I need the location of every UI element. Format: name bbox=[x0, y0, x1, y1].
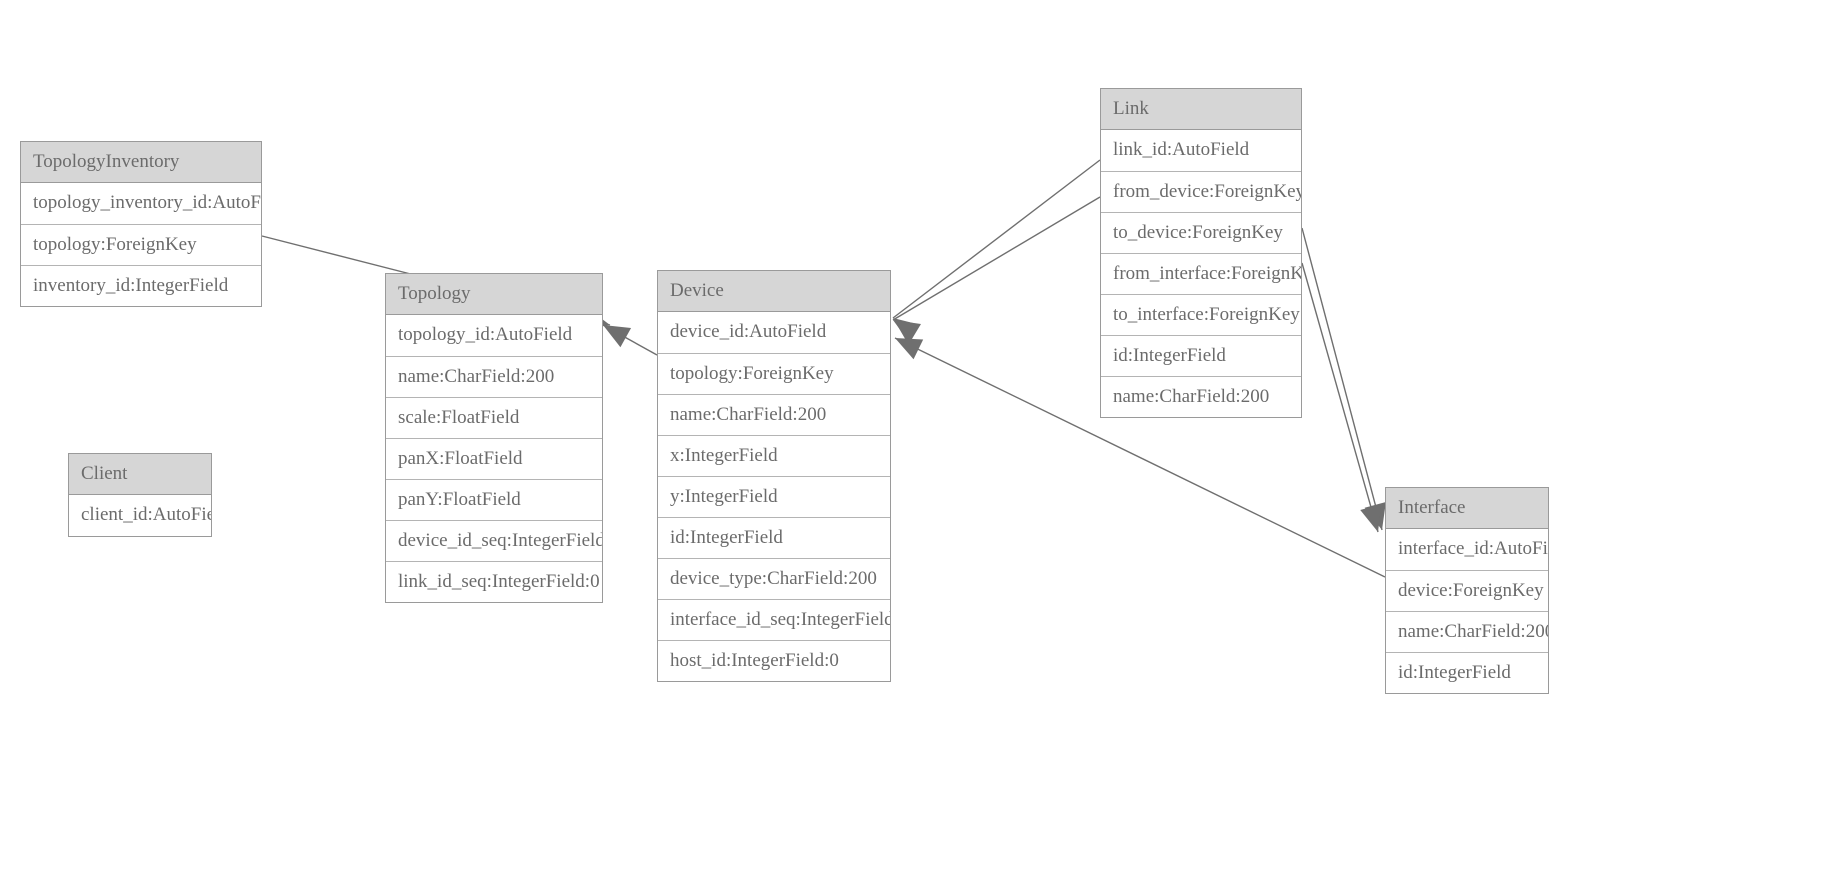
entity-field-device-5[interactable]: id:IntegerField bbox=[658, 517, 890, 558]
relationship-link-fromdevice-device[interactable] bbox=[886, 159, 1101, 343]
entity-field-device-1[interactable]: topology:ForeignKey bbox=[658, 353, 890, 394]
relationship-link-tointerface-interface[interactable] bbox=[1301, 262, 1389, 535]
relationship-arrowhead bbox=[893, 318, 921, 343]
entity-field-client-0[interactable]: client_id:AutoField bbox=[81, 504, 211, 525]
relationship-arrowhead bbox=[893, 320, 921, 343]
entity-field-topology-1[interactable]: name:CharField:200 bbox=[386, 356, 602, 397]
relationship-line bbox=[1301, 262, 1379, 533]
relationship-line bbox=[892, 196, 1101, 321]
relationship-device-topology[interactable] bbox=[598, 315, 658, 356]
entity-field-device-7[interactable]: interface_id_seq:IntegerField:0 bbox=[658, 599, 890, 640]
relationship-link-frominterface-interface[interactable] bbox=[1301, 227, 1393, 533]
entity-box-link[interactable]: Link link_id:AutoField from_device:Foreign… bbox=[1100, 88, 1302, 418]
entity-field-link-6[interactable]: name:CharField:200 bbox=[1101, 376, 1301, 417]
entity-field-topology-3[interactable]: panX:FloatField bbox=[386, 438, 602, 479]
entity-field-device-0[interactable]: device_id:AutoField bbox=[670, 321, 827, 342]
entity-field-link-0[interactable]: link_id:AutoField bbox=[1113, 139, 1250, 160]
relationship-line bbox=[1301, 227, 1383, 531]
entity-title-topology-inventory: TopologyInventory bbox=[21, 142, 261, 183]
entity-field-link-1[interactable]: from_device:ForeignKey bbox=[1101, 171, 1301, 212]
entity-field-link-5[interactable]: id:IntegerField bbox=[1101, 335, 1301, 376]
entity-field-link-3[interactable]: from_interface:ForeignKey bbox=[1101, 253, 1301, 294]
entity-field-topology-inventory-1[interactable]: topology:ForeignKey bbox=[21, 224, 261, 265]
relationship-line bbox=[892, 159, 1101, 319]
entity-field-link-4[interactable]: to_interface:ForeignKey bbox=[1101, 294, 1301, 335]
entity-title-link: Link bbox=[1101, 89, 1301, 130]
entity-box-topology-inventory[interactable]: TopologyInventory topology_inventory_id:A… bbox=[20, 141, 262, 307]
entity-box-client[interactable]: Client client_id:AutoField bbox=[68, 453, 212, 537]
entity-field-link-2[interactable]: to_device:ForeignKey bbox=[1101, 212, 1301, 253]
entity-field-interface-2[interactable]: name:CharField:200 bbox=[1386, 611, 1548, 652]
entity-field-interface-3[interactable]: id:IntegerField bbox=[1386, 652, 1548, 693]
entity-field-device-4[interactable]: y:IntegerField bbox=[658, 476, 890, 517]
entity-box-device[interactable]: Device device_id:AutoField topology:Foreig… bbox=[657, 270, 891, 682]
entity-field-interface-0[interactable]: interface_id:AutoField bbox=[1398, 538, 1548, 559]
entity-field-device-3[interactable]: x:IntegerField bbox=[658, 435, 890, 476]
entity-box-interface[interactable]: Interface interface_id:AutoField device:Fo… bbox=[1385, 487, 1549, 694]
entity-field-device-8[interactable]: host_id:IntegerField:0 bbox=[658, 640, 890, 681]
entity-title-topology: Topology bbox=[386, 274, 602, 315]
entity-field-topology-0[interactable]: topology_id:AutoField bbox=[398, 324, 573, 345]
entity-field-topology-inventory-2[interactable]: inventory_id:IntegerField bbox=[21, 265, 261, 306]
entity-field-topology-2[interactable]: scale:FloatField bbox=[386, 397, 602, 438]
relationship-arrowhead bbox=[895, 338, 924, 360]
entity-field-device-2[interactable]: name:CharField:200 bbox=[658, 394, 890, 435]
entity-title-device: Device bbox=[658, 271, 890, 312]
entity-title-client: Client bbox=[69, 454, 211, 495]
relationship-line bbox=[602, 324, 658, 356]
entity-box-topology[interactable]: Topology topology_id:AutoField name:CharFi… bbox=[385, 273, 603, 603]
entity-field-topology-6[interactable]: link_id_seq:IntegerField:0 bbox=[386, 561, 602, 602]
entity-field-interface-1[interactable]: device:ForeignKey bbox=[1386, 570, 1548, 611]
entity-field-topology-5[interactable]: device_id_seq:IntegerField:0 bbox=[386, 520, 602, 561]
entity-field-topology-4[interactable]: panY:FloatField bbox=[386, 479, 602, 520]
entity-field-topology-inventory-0[interactable]: topology_inventory_id:AutoField bbox=[33, 192, 261, 213]
entity-title-interface: Interface bbox=[1386, 488, 1548, 529]
entity-field-device-6[interactable]: device_type:CharField:200 bbox=[658, 558, 890, 599]
relationship-link-todevice-device[interactable] bbox=[887, 196, 1101, 343]
